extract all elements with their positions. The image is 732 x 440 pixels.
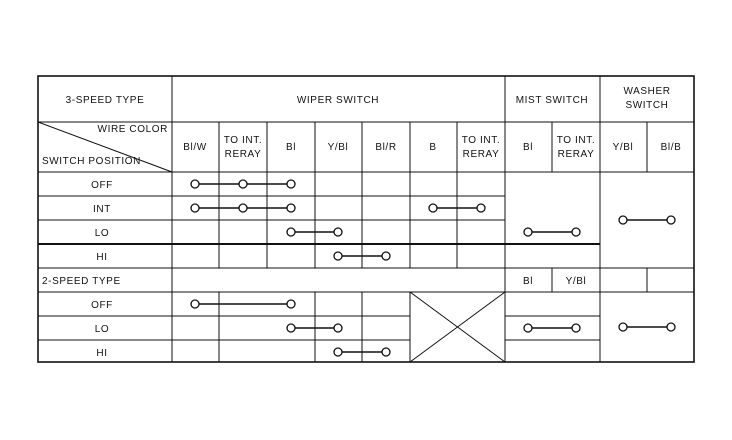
wiper-switch-header: WIPER SWITCH bbox=[297, 95, 379, 106]
connection-hi-2speed bbox=[333, 347, 391, 357]
col-to-int-3b: RERAY bbox=[558, 149, 595, 160]
col-blr: Bl/R bbox=[375, 142, 396, 153]
row-lo-2speed: LO bbox=[95, 324, 110, 335]
column-headers: Bl/W TO INT. RERAY Bl Y/Bl Bl/R B TO INT… bbox=[183, 135, 681, 160]
wire-color-label: WIRE COLOR bbox=[98, 124, 168, 135]
unused-cross bbox=[409, 291, 506, 363]
col-ybl: Y/Bl bbox=[328, 142, 349, 153]
col-b: B bbox=[429, 142, 436, 153]
header-diagonal bbox=[37, 121, 173, 173]
switch-position-label: SWITCH POSITION bbox=[42, 156, 141, 167]
col-blw: Bl/W bbox=[183, 142, 207, 153]
mist-switch-header: MIST SWITCH bbox=[516, 95, 589, 106]
connection-washer-3speed bbox=[618, 215, 676, 225]
connection-off-2speed bbox=[190, 299, 296, 309]
connection-hi-3speed bbox=[333, 251, 391, 261]
two-speed-type-label: 2-SPEED TYPE bbox=[42, 276, 121, 287]
row-hi-3speed: HI bbox=[96, 252, 107, 263]
col-to-int-2b: RERAY bbox=[463, 149, 500, 160]
horizontal-rules bbox=[38, 121, 694, 341]
col-to-int-2a: TO INT. bbox=[462, 135, 500, 146]
row-hi-2speed: HI bbox=[96, 348, 107, 359]
col-washer-blb: Bl/B bbox=[661, 142, 682, 153]
col-to-int-1a: TO INT. bbox=[224, 135, 262, 146]
vertical-rules bbox=[171, 76, 648, 362]
two-speed-col-bl: Bl bbox=[523, 276, 533, 287]
col-bl: Bl bbox=[286, 142, 296, 153]
connection-lo-3speed bbox=[286, 227, 581, 237]
row-int-3speed: INT bbox=[93, 204, 111, 215]
col-mist-bl: Bl bbox=[523, 142, 533, 153]
col-washer-ybl: Y/Bl bbox=[613, 142, 634, 153]
connection-lo-2speed bbox=[286, 323, 581, 333]
connection-off-3speed bbox=[190, 179, 296, 189]
table-border bbox=[37, 75, 695, 363]
col-to-int-1b: RERAY bbox=[225, 149, 262, 160]
row-off-2speed: OFF bbox=[91, 300, 113, 311]
three-speed-type-label: 3-SPEED TYPE bbox=[66, 95, 145, 106]
washer-switch-header-line1: WASHER bbox=[623, 86, 670, 97]
row-lo-3speed: LO bbox=[95, 228, 110, 239]
connection-washer-2speed bbox=[618, 322, 676, 332]
row-off-3speed: OFF bbox=[91, 180, 113, 191]
connection-int-3speed bbox=[190, 203, 486, 213]
col-to-int-3a: TO INT. bbox=[557, 135, 595, 146]
two-speed-col-ybl: Y/Bl bbox=[566, 276, 587, 287]
washer-switch-header-line2: SWITCH bbox=[625, 100, 668, 111]
